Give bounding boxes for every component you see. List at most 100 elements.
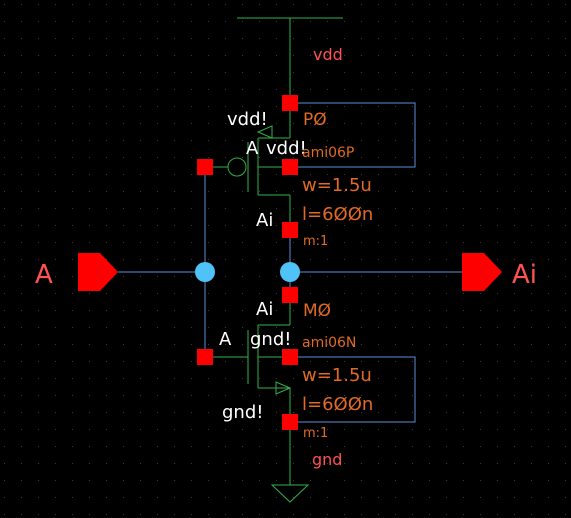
grid-dot (123, 361, 124, 362)
grid-dot (565, 446, 566, 447)
grid-dot (327, 208, 328, 209)
grid-dot (89, 55, 90, 56)
grid-dot (327, 38, 328, 39)
grid-dot (548, 480, 549, 481)
grid-dot (259, 361, 260, 362)
grid-dot (548, 157, 549, 158)
grid-dot (395, 480, 396, 481)
grid-dot (344, 106, 345, 107)
grid-dot (157, 412, 158, 413)
grid-dot (378, 276, 379, 277)
grid-dot (208, 89, 209, 90)
grid-dot (174, 412, 175, 413)
pmos-transistor[interactable] (205, 103, 291, 230)
grid-dot (89, 412, 90, 413)
grid-dot (378, 497, 379, 498)
grid-dot (429, 327, 430, 328)
grid-dot (480, 72, 481, 73)
grid-dot (140, 412, 141, 413)
grid-dot (531, 310, 532, 311)
grid-dot (429, 395, 430, 396)
grid-dot (497, 429, 498, 430)
grid-dot (446, 208, 447, 209)
grid-dot (259, 429, 260, 430)
grid-dot (259, 293, 260, 294)
grid-dot (21, 157, 22, 158)
grid-dot (38, 463, 39, 464)
grid-dot (463, 412, 464, 413)
grid-dot (38, 106, 39, 107)
nmos-length: l=6ØØn (302, 394, 373, 415)
grid-dot (174, 463, 175, 464)
grid-dot (4, 89, 5, 90)
grid-dot (72, 72, 73, 73)
grid-dot (514, 174, 515, 175)
output-port-icon[interactable] (462, 253, 502, 291)
grid-dot (259, 225, 260, 226)
grid-dot (497, 412, 498, 413)
grid-dot (21, 106, 22, 107)
nmos-arrow-icon (275, 381, 292, 395)
grid-dot (55, 446, 56, 447)
grid-dot (531, 259, 532, 260)
grid-dot (259, 310, 260, 311)
grid-dot (174, 174, 175, 175)
grid-dot (497, 140, 498, 141)
grid-dot (140, 446, 141, 447)
grid-dot (565, 157, 566, 158)
grid-dot (446, 4, 447, 5)
grid-dot (514, 480, 515, 481)
pmos-source-pin (282, 95, 298, 111)
grid-dot (123, 21, 124, 22)
grid-dot (531, 140, 532, 141)
grid-dot (395, 157, 396, 158)
grid-dot (208, 463, 209, 464)
grid-dot (497, 344, 498, 345)
grid-dot (174, 89, 175, 90)
grid-dot (395, 259, 396, 260)
pins[interactable] (197, 95, 298, 430)
grid-dot (89, 463, 90, 464)
grid-dot (497, 4, 498, 5)
input-port-icon[interactable] (78, 253, 118, 291)
grid-dot (4, 514, 5, 515)
grid-dot (548, 497, 549, 498)
grid-dot (412, 72, 413, 73)
grid-dot (361, 480, 362, 481)
grid-dot (548, 310, 549, 311)
grid-dot (208, 140, 209, 141)
grid-dot (225, 463, 226, 464)
grid-dot (89, 429, 90, 430)
grid-dot (480, 38, 481, 39)
grid-dot (310, 4, 311, 5)
grid-dot (55, 89, 56, 90)
grid-dot (72, 4, 73, 5)
grid-dot (38, 446, 39, 447)
grid-dot (21, 55, 22, 56)
grid-dot (140, 395, 141, 396)
grid-dot (531, 429, 532, 430)
grid-dot (497, 174, 498, 175)
grid-dot (446, 378, 447, 379)
grid-dot (514, 293, 515, 294)
grid-dot (242, 4, 243, 5)
grid-dot (276, 4, 277, 5)
grid-dot (208, 446, 209, 447)
grid-dot (140, 259, 141, 260)
grid-dot (565, 191, 566, 192)
grid-dot (480, 293, 481, 294)
grid-dot (106, 191, 107, 192)
grid-dot (548, 276, 549, 277)
grid-dot (89, 310, 90, 311)
grid-dot (21, 259, 22, 260)
grid-dot (548, 225, 549, 226)
grid-dot (361, 208, 362, 209)
grid-dot (565, 497, 566, 498)
grid-dot (412, 242, 413, 243)
grid-dot (378, 412, 379, 413)
grid-dot (123, 395, 124, 396)
grid-dot (225, 89, 226, 90)
grid-dot (208, 412, 209, 413)
grid-dot (463, 514, 464, 515)
grid-dot (21, 123, 22, 124)
